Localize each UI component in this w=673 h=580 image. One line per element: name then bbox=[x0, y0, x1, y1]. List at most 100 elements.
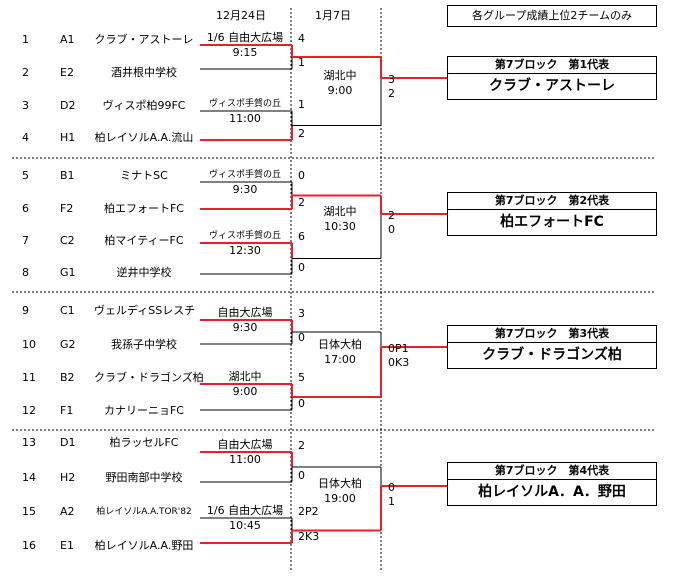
team-no: 10 bbox=[22, 338, 36, 351]
round1-venue: 湖北中 bbox=[228, 370, 262, 383]
round1-score-bottom: 2 bbox=[298, 196, 305, 209]
team-group: D2 bbox=[60, 99, 76, 112]
team-group: B2 bbox=[60, 371, 75, 384]
team-name: ミナトSC bbox=[120, 169, 168, 182]
round1-score-top: 5 bbox=[298, 371, 305, 384]
round2-time: 9:00 bbox=[327, 84, 353, 97]
representative-name: クラブ・ドラゴンズ柏 bbox=[482, 347, 622, 363]
round2-score-bottom: 2 bbox=[388, 87, 395, 100]
round1-time: 12:30 bbox=[229, 244, 261, 257]
team-group: G2 bbox=[60, 338, 76, 351]
team-name: 柏ラッセルFC bbox=[109, 436, 179, 449]
team-no: 16 bbox=[22, 539, 36, 552]
round2-time: 10:30 bbox=[324, 220, 356, 233]
round1-venue: ヴィスポ手賀の丘 bbox=[208, 170, 281, 180]
round2-score-bottom: 0 bbox=[388, 223, 395, 236]
team-no: 8 bbox=[22, 266, 29, 279]
round1-score-top: 1 bbox=[298, 98, 305, 111]
round1-time: 9:15 bbox=[232, 46, 258, 59]
team-group: H1 bbox=[60, 131, 76, 144]
team-group: B1 bbox=[60, 169, 75, 182]
round2-time: 19:00 bbox=[324, 492, 356, 505]
round1-venue: ヴィスポ手賀の丘 bbox=[208, 231, 281, 241]
team-group: C2 bbox=[60, 234, 75, 247]
team-no: 7 bbox=[22, 234, 29, 247]
team-group: D1 bbox=[60, 436, 76, 449]
round2-score-top: 2 bbox=[388, 209, 395, 222]
representative-title: 第7ブロック 第4代表 bbox=[448, 463, 656, 480]
team-group: E1 bbox=[60, 539, 74, 552]
round1-score-bottom: 1 bbox=[298, 56, 305, 69]
round1-time: 11:00 bbox=[229, 453, 261, 466]
representative-title: 第7ブロック 第2代表 bbox=[448, 193, 656, 210]
team-name: 柏レイソルA.A.TOR'82 bbox=[96, 507, 192, 517]
team-name: 柏マイティーFC bbox=[104, 234, 184, 247]
round1-score-bottom: 0 bbox=[298, 261, 305, 274]
round1-score-bottom: 2 bbox=[298, 127, 305, 140]
team-group: H2 bbox=[60, 471, 76, 484]
team-group: A1 bbox=[60, 33, 75, 46]
round1-score-bottom: 2K3 bbox=[298, 530, 320, 543]
round2-score-top: 3 bbox=[388, 73, 395, 86]
team-name: 柏レイソルA.A.流山 bbox=[94, 131, 194, 144]
team-no: 2 bbox=[22, 66, 29, 79]
round2-score-bottom: 1 bbox=[388, 495, 395, 508]
round2-score-bottom: 0K3 bbox=[388, 356, 410, 369]
round1-score-top: 6 bbox=[298, 230, 305, 243]
round2-venue: 日体大柏 bbox=[318, 477, 362, 490]
team-no: 6 bbox=[22, 202, 29, 215]
team-no: 3 bbox=[22, 99, 29, 112]
team-name: 我孫子中学校 bbox=[111, 338, 177, 351]
team-no: 15 bbox=[22, 505, 36, 518]
team-name: 逆井中学校 bbox=[116, 266, 172, 279]
round1-time: 9:30 bbox=[232, 183, 258, 196]
representative-box: 第7ブロック 第3代表クラブ・ドラゴンズ柏 bbox=[447, 325, 657, 369]
team-name: ヴィスポ柏99FC bbox=[102, 99, 186, 112]
round1-score-top: 3 bbox=[298, 307, 305, 320]
round1-time: 9:30 bbox=[232, 321, 258, 334]
round2-venue: 日体大柏 bbox=[318, 338, 362, 351]
team-no: 1 bbox=[22, 33, 29, 46]
representative-name: クラブ・アストーレ bbox=[489, 78, 615, 94]
team-name: カナリーニョFC bbox=[103, 404, 184, 417]
round1-time: 11:00 bbox=[229, 112, 261, 125]
team-no: 9 bbox=[22, 304, 29, 317]
round1-score-top: 0 bbox=[298, 169, 305, 182]
team-no: 11 bbox=[22, 371, 36, 384]
representative-name: 柏エフォートFC bbox=[500, 214, 604, 230]
round1-time: 9:00 bbox=[232, 385, 258, 398]
team-name: クラブ・ドラゴンズ柏 bbox=[94, 371, 204, 384]
team-no: 12 bbox=[22, 404, 36, 417]
team-no: 13 bbox=[22, 436, 36, 449]
representative-title: 第7ブロック 第3代表 bbox=[448, 326, 656, 343]
representative-box: 第7ブロック 第1代表クラブ・アストーレ bbox=[447, 56, 657, 100]
team-no: 14 bbox=[22, 471, 36, 484]
note-box: 各グループ成績上位2チームのみ bbox=[447, 5, 657, 27]
round2-score-top: 0P1 bbox=[388, 342, 409, 355]
representative-title: 第7ブロック 第1代表 bbox=[448, 57, 656, 74]
round1-venue: ヴィスポ手賀の丘 bbox=[208, 99, 281, 109]
round1-venue: 1/6 自由大広場 bbox=[206, 504, 284, 517]
round1-score-top: 2P2 bbox=[298, 505, 319, 518]
round1-venue: 1/6 自由大広場 bbox=[206, 31, 284, 44]
team-no: 5 bbox=[22, 169, 29, 182]
team-group: F2 bbox=[60, 202, 74, 215]
team-no: 4 bbox=[22, 131, 29, 144]
round2-score-top: 0 bbox=[388, 481, 395, 494]
round1-time: 10:45 bbox=[229, 519, 261, 532]
round1-score-bottom: 0 bbox=[298, 397, 305, 410]
team-name: 柏エフォートFC bbox=[103, 202, 184, 215]
team-group: G1 bbox=[60, 266, 76, 279]
representative-box: 第7ブロック 第2代表柏エフォートFC bbox=[447, 192, 657, 236]
round1-score-bottom: 0 bbox=[298, 469, 305, 482]
team-name: 酒井根中学校 bbox=[111, 66, 177, 79]
round1-score-bottom: 0 bbox=[298, 331, 305, 344]
round1-venue: 自由大広場 bbox=[217, 438, 273, 451]
round2-venue: 湖北中 bbox=[323, 69, 357, 82]
team-group: A2 bbox=[60, 505, 75, 518]
round2-time: 17:00 bbox=[324, 353, 356, 366]
date-round2: 1月7日 bbox=[315, 9, 351, 22]
team-name: 野田南部中学校 bbox=[105, 471, 183, 484]
